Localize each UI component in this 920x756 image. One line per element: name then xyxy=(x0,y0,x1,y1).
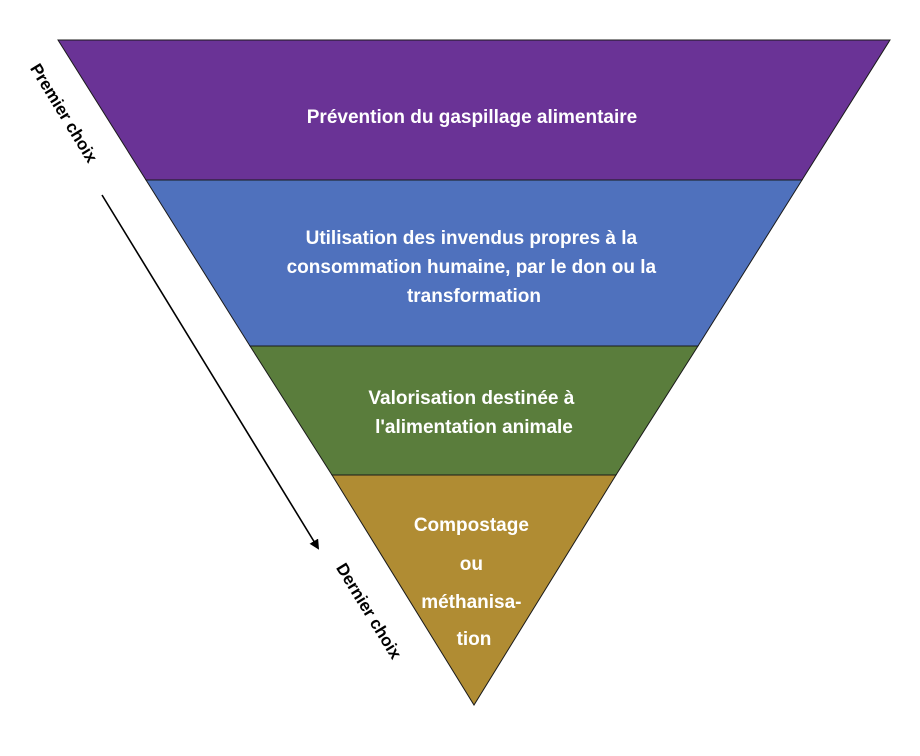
tier-animal-feed: Valorisation destinée à l'alimentation a… xyxy=(249,345,699,476)
tier-prevention-label: Prévention du gaspillage alimentaire xyxy=(307,107,638,128)
priority-arrow xyxy=(101,194,320,550)
tier-prevention: Prévention du gaspillage alimentaire xyxy=(57,39,891,181)
tier-donation-transformation-label: Utilisation des invendus propres à la co… xyxy=(287,228,662,307)
tier-compost-methanisation: Compostage ou méthanisa- tion xyxy=(331,474,617,706)
tier-donation-transformation: Utilisation des invendus propres à la co… xyxy=(145,179,803,347)
tier-compost-methanisation-label: Compostage ou méthanisa- tion xyxy=(414,515,534,650)
tier-animal-feed-label: Valorisation destinée à l'alimentation a… xyxy=(368,388,579,438)
